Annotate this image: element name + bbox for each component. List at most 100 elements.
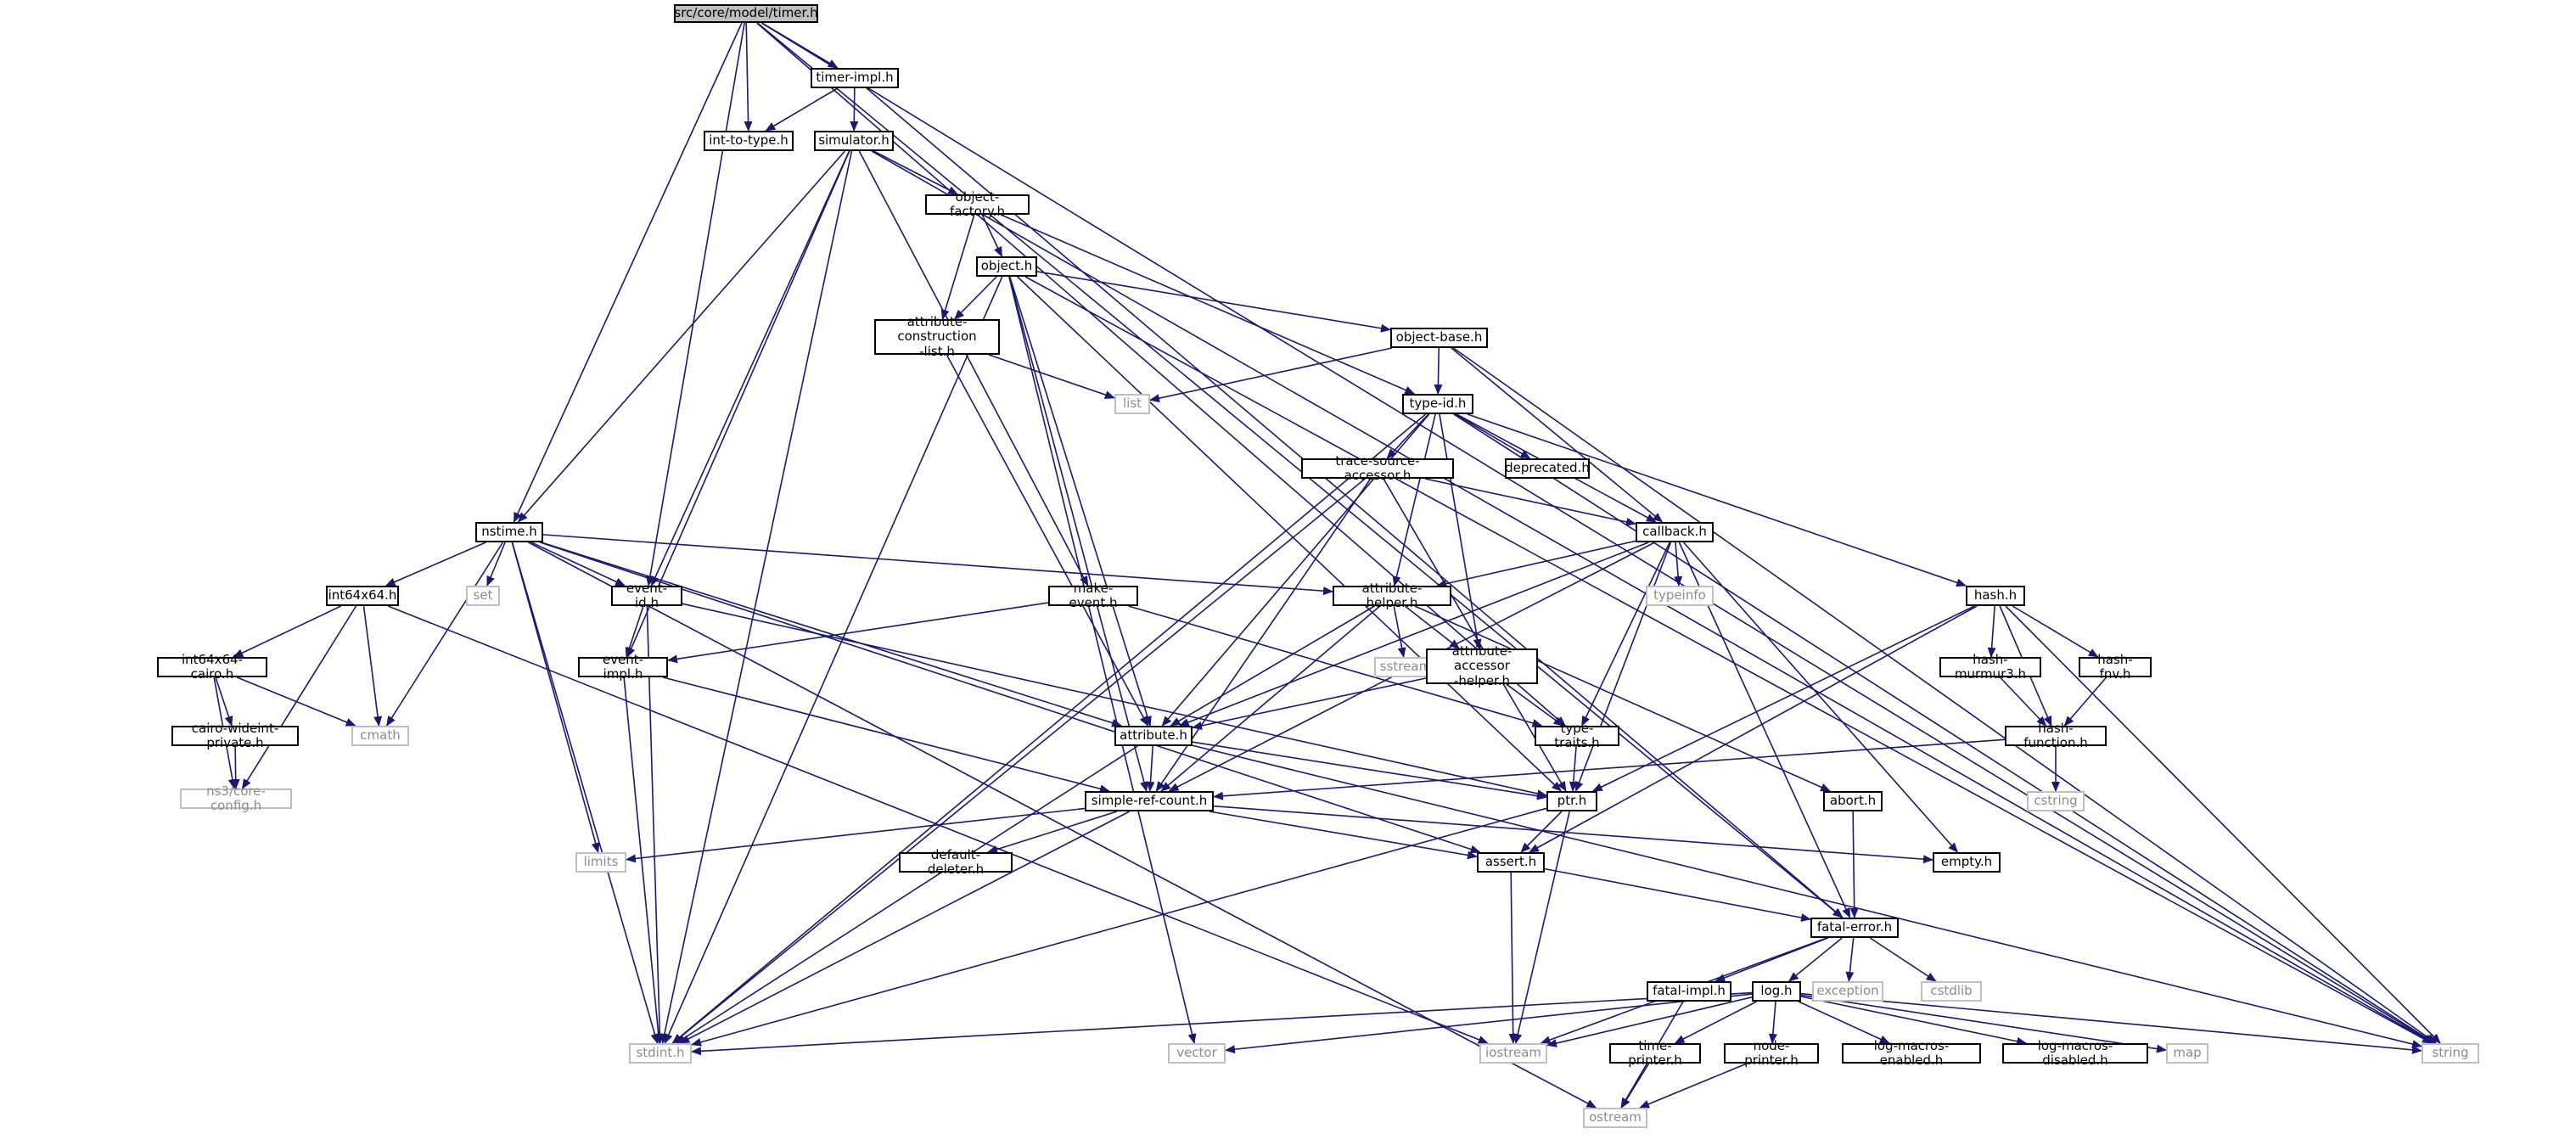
node-hash-h[interactable]: hash.h — [1966, 586, 2025, 606]
include-edge-int64x64-cairo-to-cairo-wideint — [215, 676, 233, 727]
include-edge-type-traits-to-ptr — [1569, 745, 1578, 792]
node-type-traits-h[interactable]: type-traits.h — [1535, 721, 1619, 750]
node-event-id-h[interactable]: event-id.h — [611, 581, 682, 610]
node-abort-h[interactable]: abort.h — [1823, 791, 1883, 811]
include-edge-attribute-to-string — [1192, 744, 2422, 1048]
node-make-event-h[interactable]: make-event.h — [1048, 581, 1138, 610]
include-edge-object-base-to-list — [1149, 347, 1393, 403]
include-edge-type-id-to-attr-accessor — [1439, 413, 1482, 649]
include-edge-hash-to-hash-murmur3 — [1987, 605, 1996, 658]
include-edge-type-id-to-attribute — [1161, 413, 1430, 727]
include-edge-attribute-helper-to-attr-accessor — [1404, 605, 1460, 649]
include-edge-attr-accessor-to-attribute — [1192, 677, 1427, 730]
include-edge-object-to-attr-construction — [954, 276, 997, 320]
node-object-factory-h[interactable]: object-factory.h — [925, 189, 1030, 219]
include-edge-attribute-helper-to-abort — [1414, 605, 1831, 792]
include-edge-object-to-ptr — [1017, 276, 1563, 792]
include-edge-timer-impl-to-int-to-type — [765, 87, 839, 132]
include-edge-fatal-error-to-exception — [1845, 937, 1855, 982]
include-edge-hash-to-string — [2005, 605, 2441, 1044]
node-fatal-impl-h[interactable]: fatal-impl.h — [1647, 981, 1731, 1002]
include-edge-attr-accessor-to-type-traits — [1506, 683, 1564, 727]
node-trace-source-accessor-h[interactable]: trace-source-accessor.h — [1301, 453, 1454, 483]
node-attribute-h[interactable]: attribute.h — [1114, 726, 1193, 746]
node-int-to-type-h[interactable]: int-to-type.h — [704, 131, 794, 151]
include-edge-object-factory-to-object — [981, 214, 1003, 257]
include-edge-ptr-to-iostream — [1513, 811, 1570, 1044]
include-edge-type-id-to-stdint — [671, 413, 1427, 1044]
node-nstime-h[interactable]: nstime.h — [475, 522, 543, 542]
node-type-id-h[interactable]: type-id.h — [1402, 394, 1473, 414]
include-edge-simple-ref-count-to-stdint — [679, 811, 1131, 1044]
include-edge-attribute-helper-to-simple-ref-count — [1160, 605, 1381, 792]
include-edge-timer-h-to-int-to-type — [744, 22, 753, 132]
node-int64x64-h[interactable]: int64x64.h — [326, 586, 399, 606]
include-edge-nstime-to-attribute — [541, 542, 1123, 727]
node-attribute-accessor-helper-h[interactable]: attribute-accessor -helper.h — [1426, 644, 1538, 688]
include-edge-simulator-to-stdint — [659, 150, 853, 1044]
node-timer-impl-h[interactable]: timer-impl.h — [811, 68, 899, 88]
include-edge-trace-source-to-callback — [1424, 478, 1636, 526]
node-exception: exception — [1812, 981, 1883, 1002]
node-cstdlib: cstdlib — [1921, 981, 1982, 1002]
node-node-printer-h[interactable]: node-printer.h — [1724, 1038, 1819, 1068]
include-edge-int64x64-cairo-to-cmath — [237, 676, 356, 727]
node-hash-function-h[interactable]: hash-function.h — [2005, 721, 2107, 750]
node-empty-h[interactable]: empty.h — [1933, 852, 2001, 873]
node-hash-murmur3-h[interactable]: hash-murmur3.h — [1939, 652, 2041, 682]
node-cstring: cstring — [2027, 791, 2085, 811]
node-assert-h[interactable]: assert.h — [1477, 852, 1545, 873]
node-object-base-h[interactable]: object-base.h — [1390, 328, 1488, 348]
node-object-h[interactable]: object.h — [976, 256, 1037, 277]
include-edge-simulator-to-make-event — [858, 150, 1089, 587]
node-event-impl-h[interactable]: event-impl.h — [578, 652, 668, 682]
node-simple-ref-count-h[interactable]: simple-ref-count.h — [1085, 791, 1214, 811]
include-edge-object-base-to-string — [1452, 347, 2437, 1044]
node-int64x64-cairo-h[interactable]: int64x64-cairo.h — [157, 652, 267, 682]
node-time-printer-h[interactable]: time-printer.h — [1609, 1038, 1701, 1068]
include-edge-cairo-wideint-to-core-config — [231, 745, 240, 789]
include-edge-trace-source-to-simple-ref-count — [1155, 478, 1372, 792]
include-edge-int64x64-to-int64x64-cairo — [233, 605, 342, 658]
include-edge-timer-h-to-string — [760, 22, 2435, 1044]
node-attribute-helper-h[interactable]: attribute-helper.h — [1333, 581, 1451, 610]
include-edge-ptr-to-assert — [1520, 811, 1563, 853]
include-edge-simulator-to-object-factory — [873, 150, 959, 195]
include-edge-simple-ref-count-to-default-deleter — [987, 811, 1118, 854]
node-callback-h[interactable]: callback.h — [1636, 522, 1714, 542]
include-edge-event-id-to-event-impl — [625, 605, 644, 658]
node-fatal-error-h[interactable]: fatal-error.h — [1810, 918, 1899, 938]
include-edge-ptr-to-stdint — [691, 807, 1547, 1047]
include-edge-attribute-to-ptr — [1192, 741, 1547, 800]
include-edge-object-to-string — [1024, 276, 2433, 1044]
include-edge-timer-h-to-event-id — [645, 22, 745, 587]
include-edge-hash-function-to-simple-ref-count — [1213, 738, 2006, 800]
include-edge-attribute-helper-to-sstream — [1393, 605, 1406, 658]
include-edge-log-to-map — [1800, 994, 2167, 1053]
node-log-macros-disabled-h[interactable]: log-macros-disabled.h — [2002, 1038, 2148, 1068]
include-edge-node-printer-to-ostream — [1639, 1063, 1748, 1109]
include-edge-nstime-to-attribute-helper — [542, 534, 1333, 596]
include-edge-callback-to-attribute — [1178, 542, 1649, 727]
node-stdint-h: stdint.h — [629, 1043, 692, 1064]
include-edge-callback-to-typeinfo — [1674, 542, 1683, 587]
node-vector: vector — [1168, 1043, 1226, 1064]
include-edge-log-to-log-macros-enabled — [1798, 1001, 1890, 1044]
node-deprecated-h[interactable]: deprecated.h — [1505, 458, 1590, 479]
include-edge-timer-h-to-nstime — [513, 22, 743, 523]
node-hash-fnv-h[interactable]: hash-fnv.h — [2079, 652, 2152, 682]
include-edge-hash-murmur3-to-hash-function — [1999, 676, 2047, 727]
node-attribute-construction-list-h[interactable]: attribute-construction -list.h — [874, 315, 1000, 358]
node-default-deleter-h[interactable]: default-deleter.h — [899, 847, 1013, 877]
node-simulator-h[interactable]: simulator.h — [814, 131, 894, 151]
node-cairo-wideint-private-h[interactable]: cairo-wideint-private.h — [171, 721, 299, 750]
include-edge-object-factory-to-attr-construction — [940, 214, 975, 320]
include-edge-object-to-object-base — [1036, 271, 1391, 333]
node-ptr-h[interactable]: ptr.h — [1546, 791, 1597, 811]
include-edge-object-factory-to-type-id — [1000, 214, 1416, 395]
node-log-h[interactable]: log.h — [1752, 981, 1801, 1002]
include-edge-simple-ref-count-to-assert — [1209, 811, 1478, 860]
node-log-macros-enabled-h[interactable]: log-macros-enabled.h — [1842, 1038, 1981, 1068]
include-edge-fatal-error-to-log — [1787, 937, 1843, 982]
include-edge-attribute-helper-to-attribute — [1170, 605, 1375, 727]
